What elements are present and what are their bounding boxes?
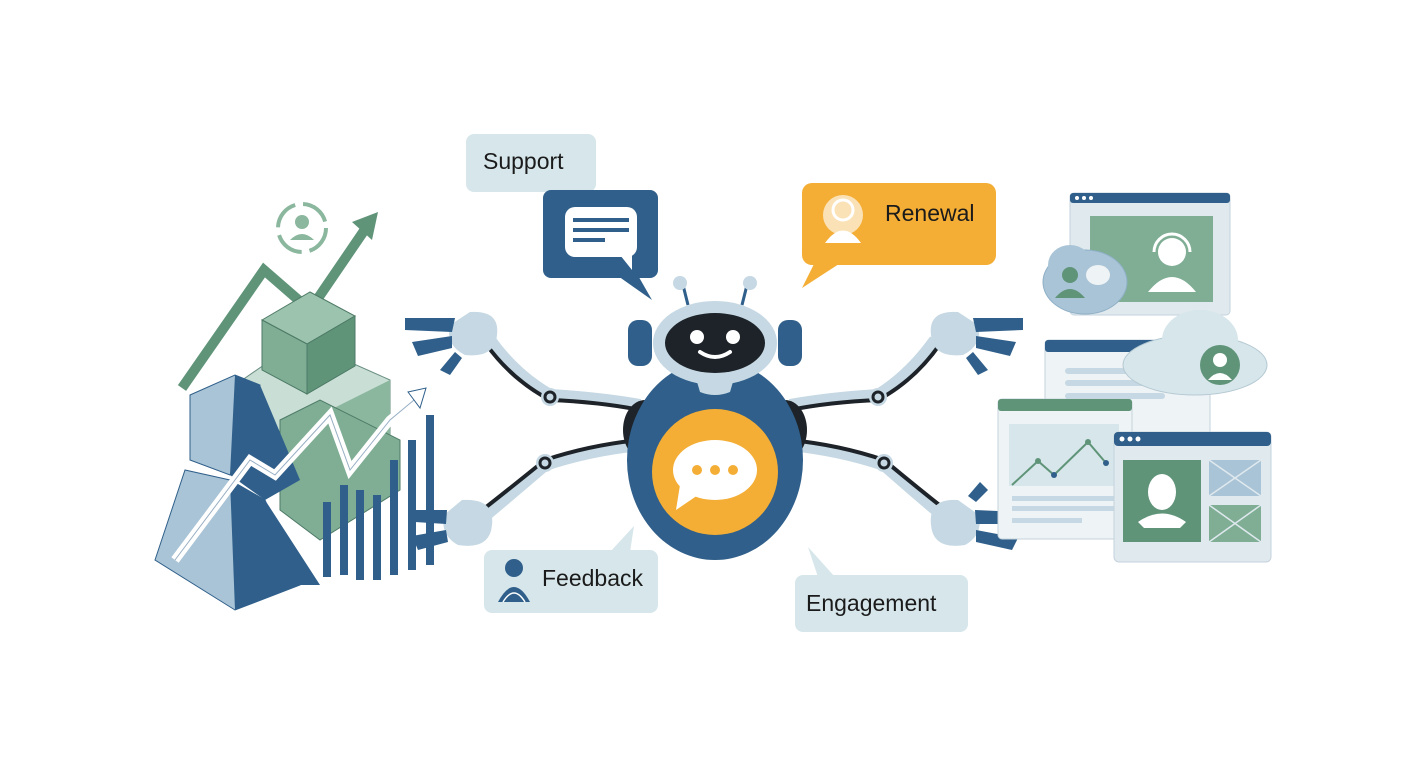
headset-agent-icon: [1148, 232, 1196, 292]
hand-upper-right: [930, 311, 1023, 375]
feedback-bubble: [484, 550, 658, 613]
hand-upper-left: [405, 311, 498, 375]
engagement-label: Engagement: [806, 590, 937, 616]
cloud-user-icon-large: [1122, 310, 1268, 396]
hand-lower-left: [412, 499, 493, 550]
robot-arms: [405, 311, 1023, 550]
engagement-bubble: [795, 575, 968, 632]
chat-lines-icon: [543, 190, 658, 300]
renewal-label: Renewal: [885, 200, 975, 226]
refresh-user-icon: [276, 202, 328, 254]
user-icon: [823, 195, 863, 243]
browser-windows-cluster: [997, 192, 1272, 563]
feedback-label: Feedback: [542, 565, 644, 591]
support-label-box: [466, 134, 596, 192]
profile-avatar-icon: [1138, 474, 1186, 528]
support-label: Support: [483, 148, 564, 174]
growth-chart-cluster: [154, 202, 434, 611]
cloud-user-icon: [1042, 245, 1128, 315]
chat-ellipsis-icon: [673, 440, 757, 510]
user-icon: [498, 559, 530, 603]
chatbot-robot: [623, 276, 807, 560]
